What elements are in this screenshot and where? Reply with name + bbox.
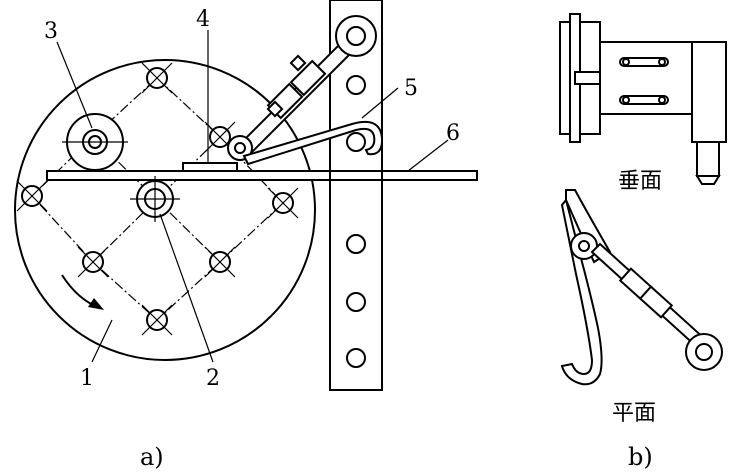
pin [77,246,109,278]
leader-1 [91,319,113,363]
caption-b: b) [628,443,653,471]
pin-pattern-diag-1 [92,136,221,263]
plan-view [560,189,723,386]
roller-3 [62,113,128,171]
label-1: 1 [80,366,94,391]
pin [204,246,236,278]
rotating-disk [14,59,316,361]
view-label-vertical: 垂面 [618,169,662,194]
clamp-block [266,54,327,120]
center-pin-2 [130,176,180,222]
stop-block-4 [182,162,238,172]
vertical-view [559,13,727,185]
leader-3 [56,41,93,129]
label-6: 6 [446,121,460,146]
figure-b: 垂面 平面 b) [559,13,727,471]
plan-clamp-block [618,267,674,319]
leader-2 [159,213,214,363]
pin [267,187,299,219]
label-4: 4 [196,7,210,32]
leader-6 [407,139,449,172]
label-2: 2 [206,366,220,391]
pin [141,304,173,336]
slot-upper [619,57,669,67]
pin [16,180,48,212]
pin [141,62,173,94]
rotation-arrowhead [88,298,104,310]
slot-lower [619,95,669,105]
workpiece-bar [46,170,478,181]
label-3: 3 [44,19,58,44]
leader-5 [361,87,399,119]
label-5: 5 [404,76,418,101]
figure-a: 1 2 3 4 5 6 a) [14,0,478,471]
caption-a: a) [140,443,164,471]
hook-lever-5 [242,120,384,166]
adjustable-link [227,15,377,161]
pin [204,121,236,153]
view-label-plan: 平面 [612,401,656,426]
pin-pattern-diag-2 [92,136,221,263]
